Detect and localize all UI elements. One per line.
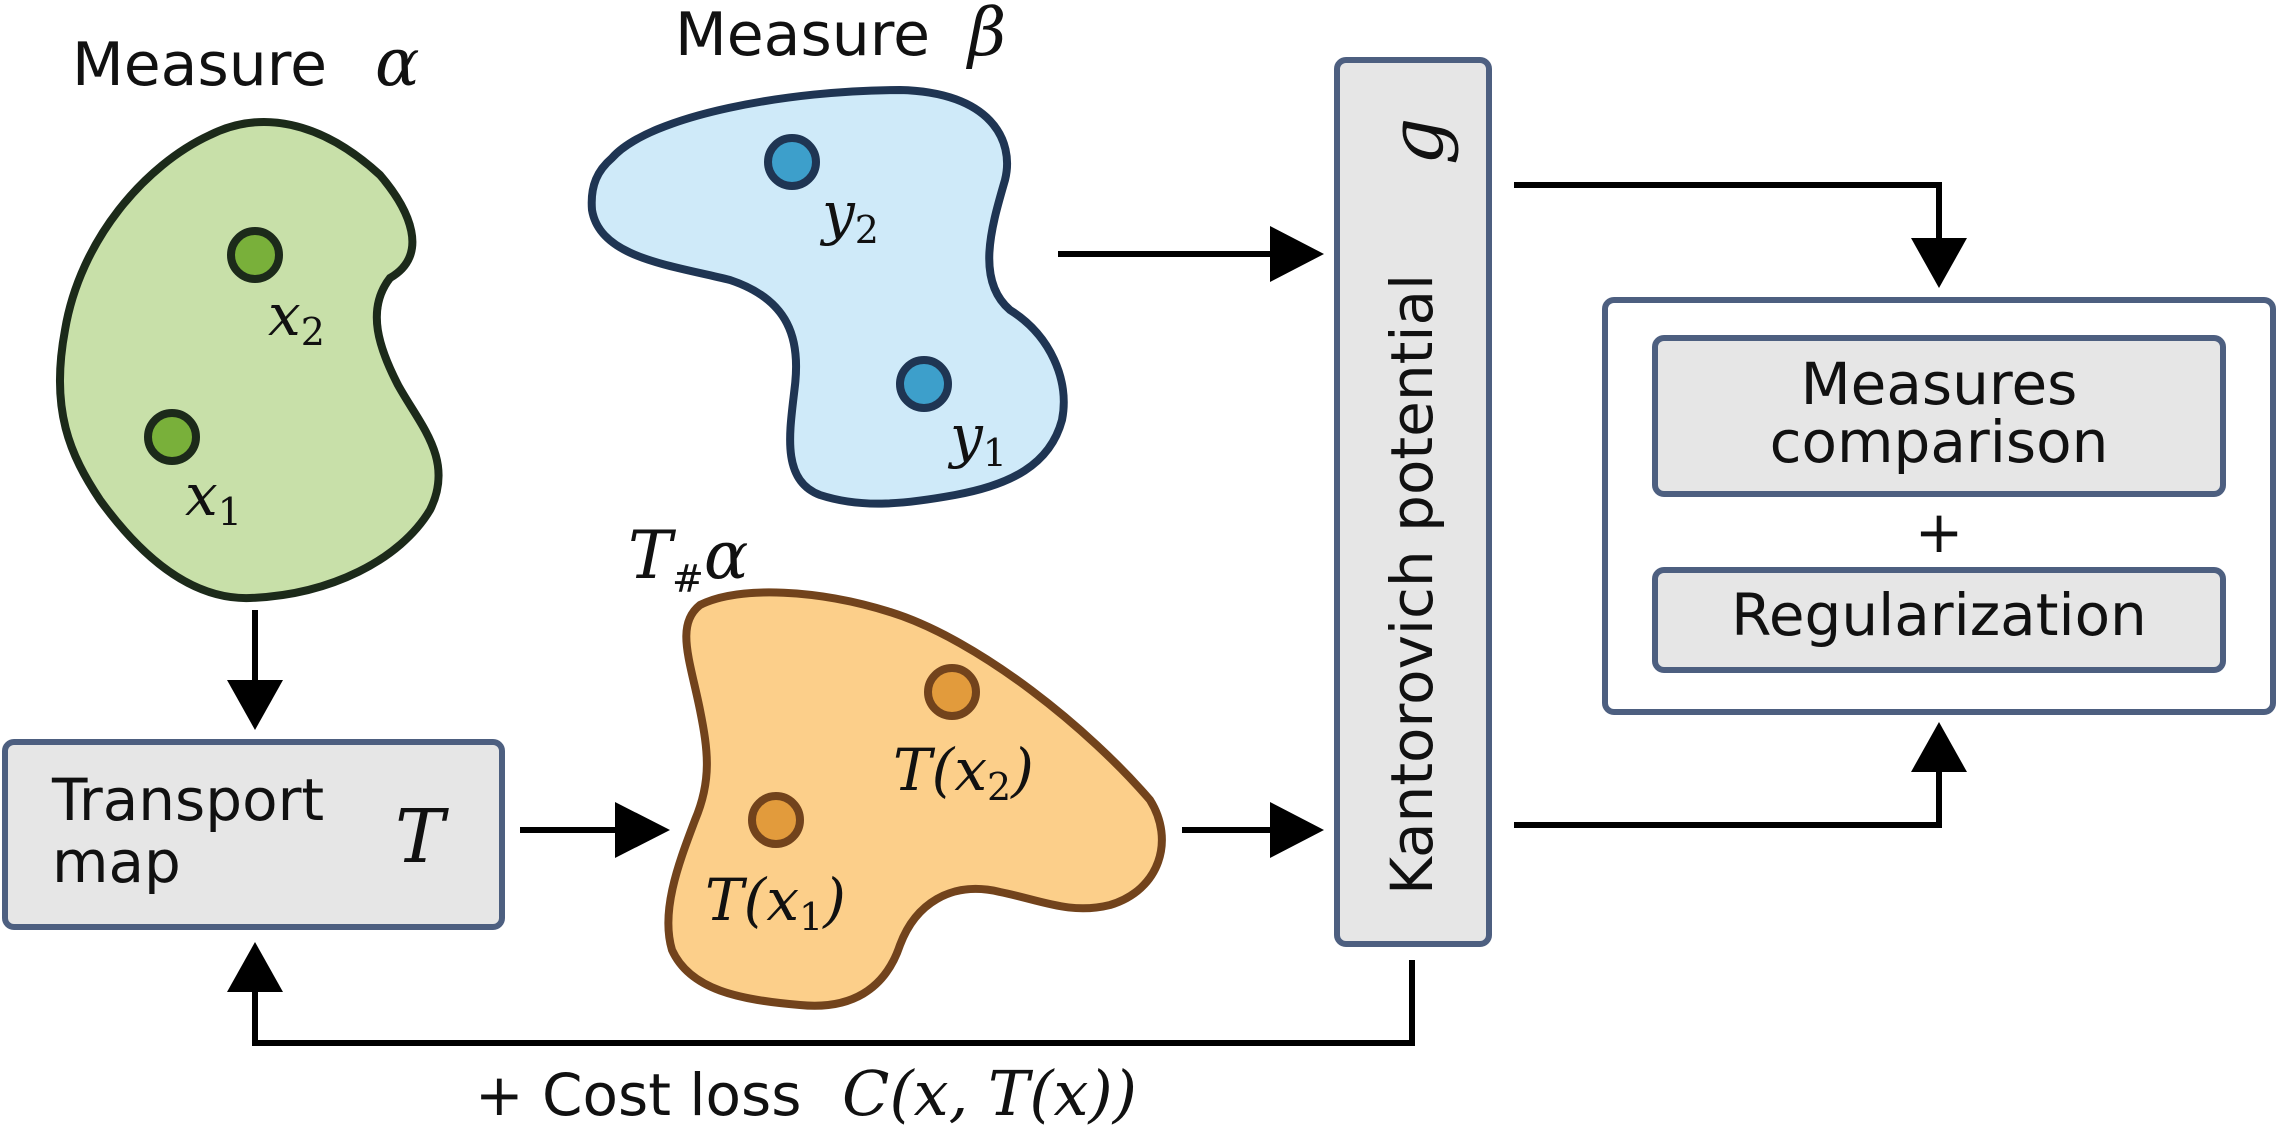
measure-beta-group: Measure β y2 y1 (587, 0, 1068, 508)
point-y2-marker (764, 134, 820, 190)
measure-beta-symbol: β (965, 0, 1006, 71)
point-x1-marker (144, 409, 200, 465)
arrow-beta-to-kantorovich (1058, 226, 1324, 282)
point-y1-marker (896, 356, 952, 412)
regularization-label: Regularization (1731, 581, 2147, 649)
point-y2-label: y2 (819, 179, 879, 252)
regularization-rect (1652, 567, 2226, 673)
transport-map-rect (2, 739, 505, 930)
kantorovich-rect (1334, 57, 1492, 947)
measure-alpha-label: Measure (72, 30, 327, 100)
cost-loss-formula: C(x, T(x)) (842, 1057, 1137, 1130)
objective-plus: + (1915, 498, 1964, 566)
pushforward-group: T#α T(x2) T(x1) (628, 517, 1166, 1010)
point-tx2-label: T(x2) (893, 736, 1034, 809)
kantorovich-box: Kantorovich potential g (1334, 57, 1492, 947)
cost-loss-prefix: + Cost loss (475, 1061, 801, 1129)
point-x2-marker (227, 227, 283, 283)
point-tx1-marker (748, 792, 804, 848)
arrow-alpha-to-transport (227, 610, 283, 730)
measure-alpha-symbol: α (375, 24, 420, 101)
point-tx2-marker (924, 664, 980, 720)
arrow-transport-to-pushforward (520, 802, 670, 858)
cost-loss-label: + Cost loss C(x, T(x)) (475, 1057, 1137, 1130)
kantorovich-label: Kantorovich potential (1378, 274, 1446, 895)
measure-beta-label: Measure (675, 0, 930, 70)
pushforward-label: T#α (628, 517, 748, 601)
point-x1-label: x1 (185, 461, 242, 534)
measures-comparison-line1: Measures (1801, 350, 2078, 418)
measures-comparison-line2: comparison (1770, 408, 2109, 476)
transport-map-line2: map (52, 828, 181, 896)
objective-box: Measures comparison + Regularization (1602, 297, 2276, 715)
arrow-kantorovich-bottom-to-objective (1514, 722, 1967, 828)
pushforward-blob (664, 588, 1166, 1010)
measure-alpha-group: Measure α x2 x1 (55, 24, 443, 603)
arrow-cost-loss-feedback (227, 942, 1415, 1046)
point-tx1-label: T(x1) (705, 866, 846, 939)
point-y1-label: y1 (947, 402, 1007, 475)
measure-alpha-blob (55, 118, 443, 603)
transport-map-box: Transport map T (2, 739, 505, 930)
transport-map-symbol: T (395, 794, 449, 880)
arrow-kantorovich-top-to-objective (1514, 182, 1967, 288)
measures-comparison-rect (1652, 335, 2226, 497)
arrow-pushforward-to-kantorovich (1182, 802, 1324, 858)
kantorovich-symbol: g (1374, 118, 1460, 165)
transport-map-line1: Transport (51, 766, 324, 834)
point-x2-label: x2 (268, 281, 325, 354)
